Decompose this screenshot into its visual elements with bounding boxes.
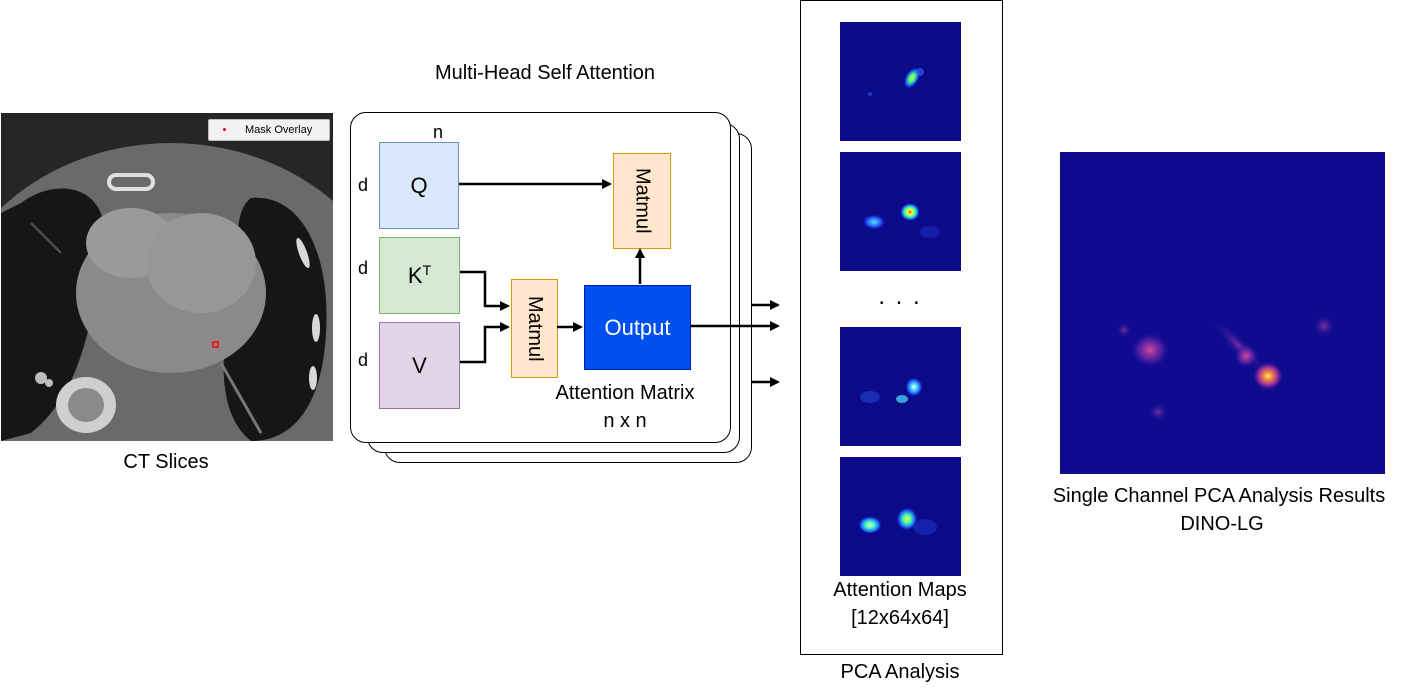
attention-map-12 (840, 457, 961, 576)
result-caption-line1: Single Channel PCA Analysis Results (1052, 485, 1386, 507)
mhsa-title: Multi-Head Self Attention (434, 62, 656, 84)
ct-slice-image (1, 113, 333, 441)
ct-caption: CT Slices (123, 451, 209, 473)
mask-legend-marker (223, 128, 226, 131)
attention-map-1 (840, 22, 961, 141)
value-label: V (412, 352, 427, 378)
attention-map-2 (840, 152, 961, 271)
matmul-top-label: Matmul (631, 168, 654, 234)
attention-maps-size: [12x64x64] (851, 607, 949, 629)
output-box: Output (584, 285, 691, 370)
arrow-output-to-pca (690, 300, 780, 387)
mask-legend-label: Mask Overlay (245, 124, 313, 136)
matmul-mid-box: Matmul (511, 279, 558, 378)
value-box: V (379, 322, 460, 409)
matmul-top-box: Matmul (613, 153, 671, 249)
pca-result-image (1060, 152, 1385, 474)
key-label: K (407, 262, 423, 288)
n-label: n (433, 122, 444, 142)
v-dim-label: d (358, 350, 369, 370)
attention-matrix-label: Attention Matrix (555, 382, 695, 404)
attention-matrix-size: n x n (603, 410, 647, 432)
mask-overlay-legend: Mask Overlay (208, 119, 330, 141)
arrow-v-to-matmul (460, 322, 510, 364)
output-label: Output (604, 314, 671, 340)
attention-map-11 (840, 327, 961, 446)
query-box: Q (379, 142, 459, 229)
ellipsis: . . . (878, 283, 922, 310)
key-transpose-sup: T (422, 261, 432, 278)
k-dim-label: d (358, 258, 369, 278)
attention-maps-label: Attention Maps (833, 579, 967, 601)
result-caption-line2: DINO-LG (1180, 513, 1264, 535)
pca-panel-caption: PCA Analysis (840, 661, 960, 683)
q-dim-label: d (358, 175, 369, 195)
matmul-mid-label: Matmul (524, 295, 546, 362)
query-label: Q (410, 172, 428, 198)
arrow-k-to-matmul (460, 270, 510, 311)
